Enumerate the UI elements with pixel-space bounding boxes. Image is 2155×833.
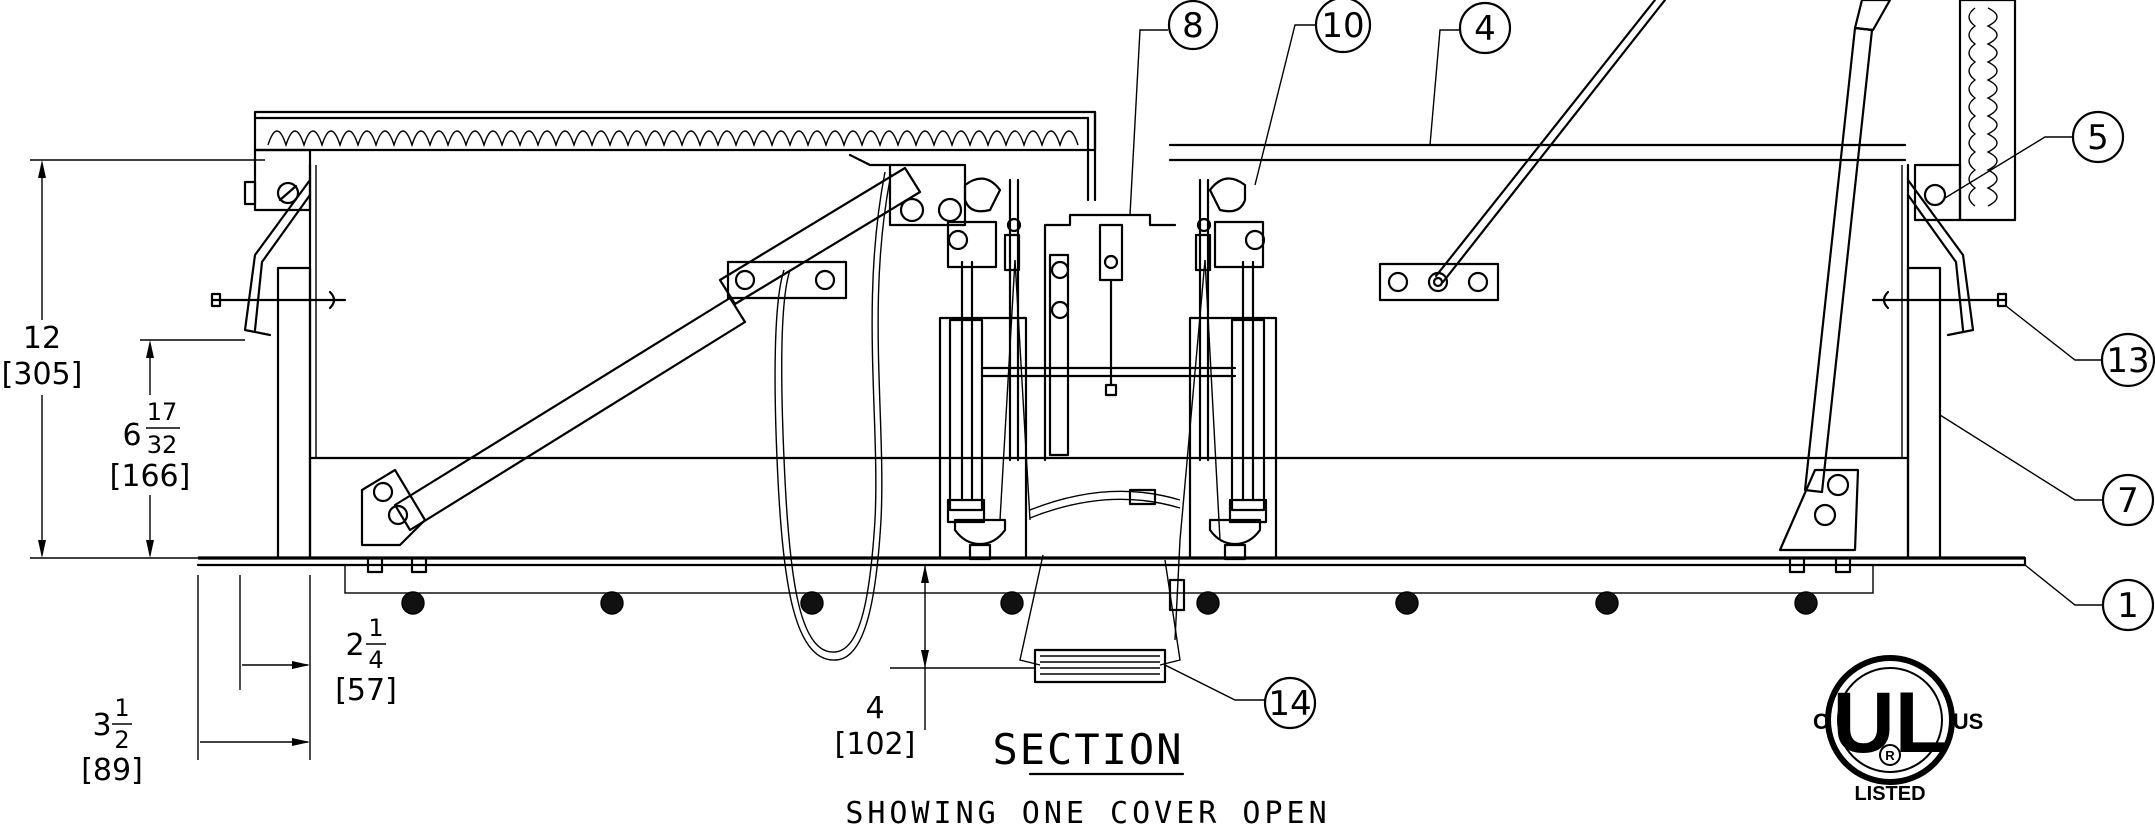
dim-12-imperial: 12 <box>23 321 61 356</box>
dim-flange: 2 1 4 [57] <box>335 614 397 708</box>
dim-12-metric: [305] <box>2 357 83 392</box>
balloon-8: 8 <box>1129 0 1219 216</box>
dim-2-whole: 2 <box>345 628 364 663</box>
balloon-5-label: 5 <box>2087 118 2109 158</box>
bracket-left <box>726 260 848 300</box>
support-rod <box>1434 0 1667 284</box>
ul-listed-logo: UL R C US LISTED <box>1813 655 1984 805</box>
balloon-5: 5 <box>1944 110 2125 199</box>
dim-4-imperial: 4 <box>865 691 884 726</box>
deck-fasteners <box>366 556 1852 574</box>
lanyard-left <box>774 171 892 661</box>
balloon-7: 7 <box>1939 414 2155 527</box>
dim-2-num: 1 <box>368 614 383 642</box>
dim-6-num: 17 <box>147 398 178 426</box>
dim-overhang: 3 1 2 [89] <box>81 694 143 788</box>
balloon-13: 13 <box>2005 305 2155 388</box>
drawing-title: SECTION <box>992 725 1183 774</box>
balloon-4: 4 <box>1429 1 1512 146</box>
balloon-8-label: 8 <box>1182 6 1204 46</box>
balloon-1: 1 <box>2024 564 2155 632</box>
dim-2-den: 4 <box>368 646 383 674</box>
curb-right <box>1906 266 1942 560</box>
release-cables <box>999 259 1221 641</box>
drawing-subtitle: SHOWING ONE COVER OPEN <box>845 796 1330 831</box>
flashing-left <box>210 178 347 337</box>
curb-left <box>276 266 312 560</box>
dim-4-metric: [102] <box>835 727 916 762</box>
dim-6-den: 32 <box>147 431 178 459</box>
dim-3-whole: 3 <box>92 708 111 743</box>
dim-3-den: 2 <box>114 726 129 754</box>
dimension-lines <box>30 159 1035 760</box>
roof-deck <box>196 556 2027 594</box>
balloon-14-label: 14 <box>1268 684 1311 724</box>
balloon-1-label: 1 <box>2117 586 2139 626</box>
ul-listed: LISTED <box>1854 783 1925 805</box>
bracket-right <box>1378 262 1500 302</box>
ul-us: US <box>1953 709 1984 734</box>
dim-6-whole: 6 <box>122 418 141 453</box>
ul-c: C <box>1813 709 1829 734</box>
strut-left <box>360 153 967 547</box>
center-channel <box>980 213 1237 462</box>
dim-3-num: 1 <box>114 694 129 722</box>
balloon-10: 10 <box>1254 0 1372 186</box>
section-title: SECTION SHOWING ONE COVER OPEN <box>845 725 1330 831</box>
rebar-row <box>401 591 1818 615</box>
latch-left <box>938 177 1028 561</box>
dim-height-total: 12 [305] <box>2 321 83 392</box>
balloon-4-label: 4 <box>1474 9 1496 49</box>
ladder-rung <box>1019 554 1181 684</box>
dim-6-metric: [166] <box>110 459 191 494</box>
balloon-10-label: 10 <box>1321 6 1364 46</box>
dim-ladder-drop: 4 [102] <box>835 691 916 762</box>
frame-liner <box>308 143 1910 560</box>
dim-2-metric: [57] <box>335 673 397 708</box>
cover-left-closed <box>243 110 1097 212</box>
balloon-7-label: 7 <box>2117 481 2139 521</box>
dim-height-mid: 6 17 32 [166] <box>110 398 191 494</box>
cover-right-open <box>1778 0 2017 552</box>
balloon-13-label: 13 <box>2106 341 2149 381</box>
balloon-14: 14 <box>1164 664 1317 730</box>
ul-registered: R <box>1885 748 1895 763</box>
dim-3-metric: [89] <box>81 753 143 788</box>
flashing-right <box>1871 178 2008 337</box>
